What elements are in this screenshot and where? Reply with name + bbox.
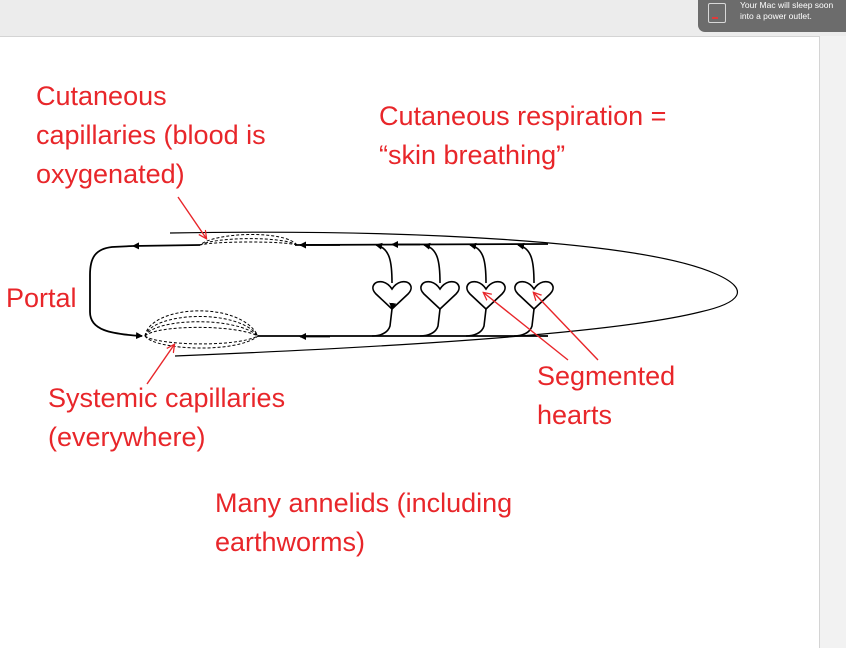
cutaneous-respiration-line-1: Cutaneous respiration = xyxy=(379,101,667,131)
cutaneous-capillaries-line-1: Cutaneous xyxy=(36,81,167,111)
systemic-capillaries-line-1: Systemic capillaries xyxy=(48,383,286,413)
heart-2 xyxy=(420,280,460,311)
heart-1-upper-vessel xyxy=(375,242,393,284)
battery-level xyxy=(712,17,718,19)
segmented-hearts-line-1: Segmented xyxy=(537,361,676,391)
systemic-capillaries-line-2: (everywhere) xyxy=(48,422,206,452)
portal-label: Portal xyxy=(6,279,77,318)
dorsal-vessel-anterior xyxy=(132,242,201,250)
heart-2-upper-vessel xyxy=(423,242,441,284)
worm-body-outline xyxy=(169,231,739,357)
heart-4 xyxy=(514,280,554,311)
label-pointers xyxy=(146,196,599,385)
heart-3-lower-vessel xyxy=(465,308,487,337)
window-edge xyxy=(820,36,846,648)
segmented-hearts-line-2: hearts xyxy=(537,400,613,430)
many-annelids-line-2: earthworms) xyxy=(215,527,366,557)
cutaneous-capillaries xyxy=(199,234,298,246)
notification-line-1: Your Mac will sleep soon xyxy=(740,0,834,10)
heart-4-upper-vessel xyxy=(517,242,535,284)
heart-2-lower-vessel xyxy=(419,308,441,337)
segmented-hearts-label: Segmented hearts xyxy=(537,357,675,435)
low-battery-notification[interactable]: Your Mac will sleep soon into a power ou… xyxy=(698,0,846,32)
cutaneous-capillaries-line-2: capillaries (blood is xyxy=(36,120,266,150)
heart-1-lower-vessel xyxy=(371,302,397,337)
notification-line-2: into a power outlet. xyxy=(740,11,812,21)
pointer-heart-4 xyxy=(534,293,599,361)
cutaneous-respiration-label: Cutaneous respiration = “skin breathing” xyxy=(379,97,666,175)
segmented-hearts xyxy=(371,242,554,337)
battery-low-icon xyxy=(708,3,726,23)
notification-text: Your Mac will sleep soon into a power ou… xyxy=(740,0,846,22)
pointer-systemic xyxy=(146,345,174,385)
heart-4-lower-vessel xyxy=(513,308,535,337)
heart-1 xyxy=(372,280,412,311)
systemic-capillaries xyxy=(144,310,259,349)
cutaneous-capillaries-line-3: oxygenated) xyxy=(36,159,185,189)
portal-text: Portal xyxy=(6,283,77,313)
many-annelids-line-1: Many annelids (including xyxy=(215,488,513,518)
systemic-capillaries-label: Systemic capillaries (everywhere) xyxy=(48,379,285,457)
slide xyxy=(0,36,820,648)
cutaneous-respiration-line-2: “skin breathing” xyxy=(379,140,566,170)
heart-3-upper-vessel xyxy=(469,242,487,284)
pointer-heart-3 xyxy=(484,293,569,361)
cutaneous-capillaries-label: Cutaneous capillaries (blood is oxygenat… xyxy=(36,77,266,194)
many-annelids-label: Many annelids (including earthworms) xyxy=(215,484,512,562)
portal-vessel xyxy=(89,245,143,340)
pointer-cutaneous xyxy=(177,196,206,238)
